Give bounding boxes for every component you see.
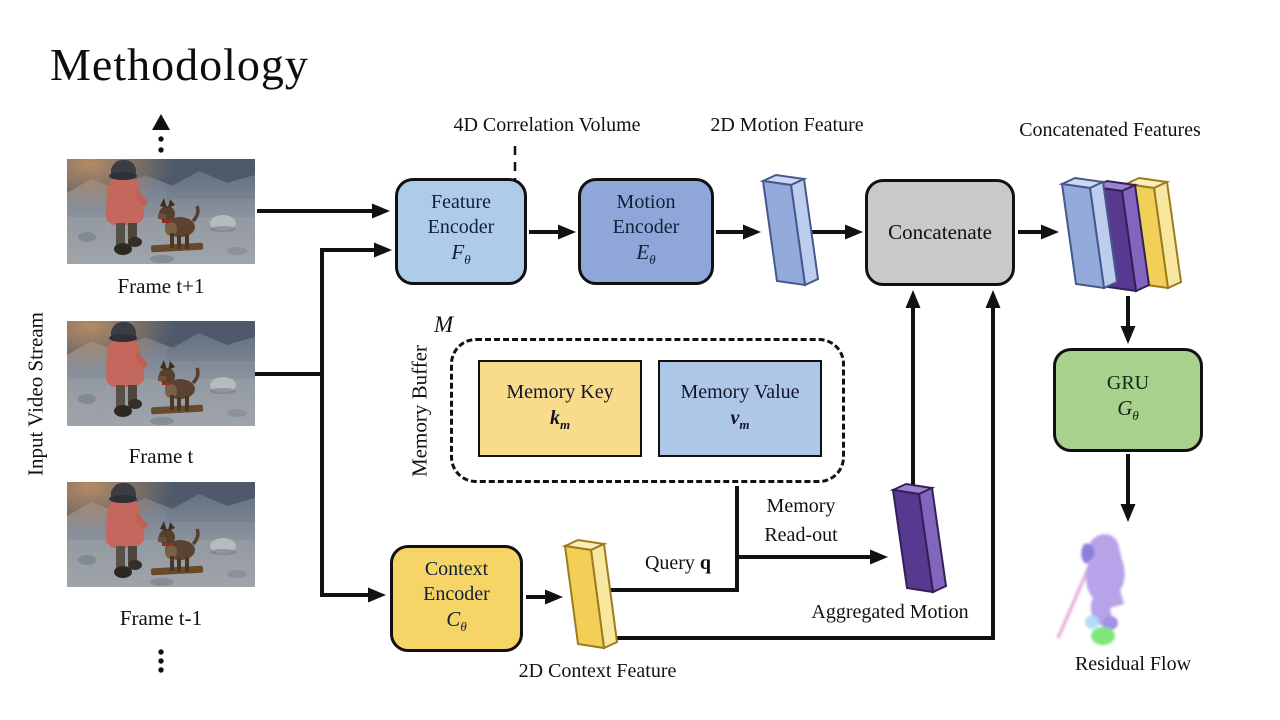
frame-t-plus-1-image (67, 158, 255, 265)
corr-volume-label: 4D Correlation Volume (453, 114, 641, 136)
frame-t-plus-1-label: Frame t+1 (117, 274, 205, 298)
feature-encoder-line1: Feature (431, 191, 491, 214)
frame-t-image (67, 320, 255, 427)
feature-encoder-box: Feature Encoder Fθ (395, 178, 527, 285)
arrow-bus-to-context-encoder (320, 374, 386, 603)
concatenate-label: Concatenate (888, 220, 992, 244)
ellipsis-dots-icon (158, 649, 164, 673)
concatenate-box: Concatenate (865, 179, 1015, 286)
memory-value-title: Memory Value (680, 381, 800, 403)
memory-buffer-dashed-box (450, 338, 845, 483)
motion-feature-label: 2D Motion Feature (710, 114, 864, 136)
context-encoder-box: Context Encoder Cθ (390, 545, 523, 652)
context-feature-slab (561, 538, 619, 650)
context-feature-label: 2D Context Feature (518, 660, 677, 682)
gru-symbol: Gθ (1117, 396, 1139, 424)
motion-encoder-line1: Motion (616, 191, 676, 214)
gru-box: GRU Gθ (1053, 348, 1203, 452)
memory-value-symbol: vm (730, 407, 750, 432)
memory-set-symbol: M (434, 312, 454, 337)
query-label: Query q (644, 552, 712, 574)
memory-key-title: Memory Key (506, 381, 614, 403)
feature-encoder-line2: Encoder (427, 216, 495, 239)
residual-flow-label: Residual Flow (1074, 653, 1192, 675)
input-video-stream-label: Input Video Stream (23, 312, 48, 476)
feature-encoder-symbol: Fθ (451, 240, 471, 268)
concat-features-label: Concatenated Features (1019, 119, 1201, 141)
motion-encoder-symbol: Eθ (636, 240, 656, 268)
dotted-arrow-up-icon (152, 114, 170, 153)
aggregated-motion-label: Aggregated Motion (811, 601, 969, 623)
gru-label: GRU (1106, 372, 1150, 395)
aggregated-motion-slab (889, 482, 948, 594)
motion-encoder-box: Motion Encoder Eθ (578, 178, 714, 285)
arrow-frame-t-to-feature-encoder (255, 242, 392, 376)
concat-slab-blue (1058, 176, 1119, 290)
page-title: Methodology (50, 39, 309, 90)
frame-t-minus-1-label: Frame t-1 (119, 606, 203, 630)
frame-t-minus-1-image (67, 481, 255, 588)
residual-flow-image (1040, 526, 1170, 651)
motion-encoder-line2: Encoder (612, 216, 680, 239)
context-encoder-line2: Encoder (423, 583, 490, 606)
memory-key-symbol: km (549, 407, 571, 432)
frame-t-label: Frame t (128, 444, 194, 468)
memory-buffer-label: Memory Buffer (407, 345, 432, 477)
motion-feature-slab (759, 173, 820, 287)
memory-key-box: Memory Key km (478, 360, 642, 457)
concat-slab-purple (1090, 179, 1151, 293)
context-encoder-line1: Context (424, 558, 489, 581)
concat-slab-yellow (1122, 176, 1183, 290)
memory-value-box: Memory Value vm (658, 360, 822, 457)
context-encoder-symbol: Cθ (446, 607, 467, 635)
memory-readout-label: Memory Read-out (764, 495, 838, 546)
